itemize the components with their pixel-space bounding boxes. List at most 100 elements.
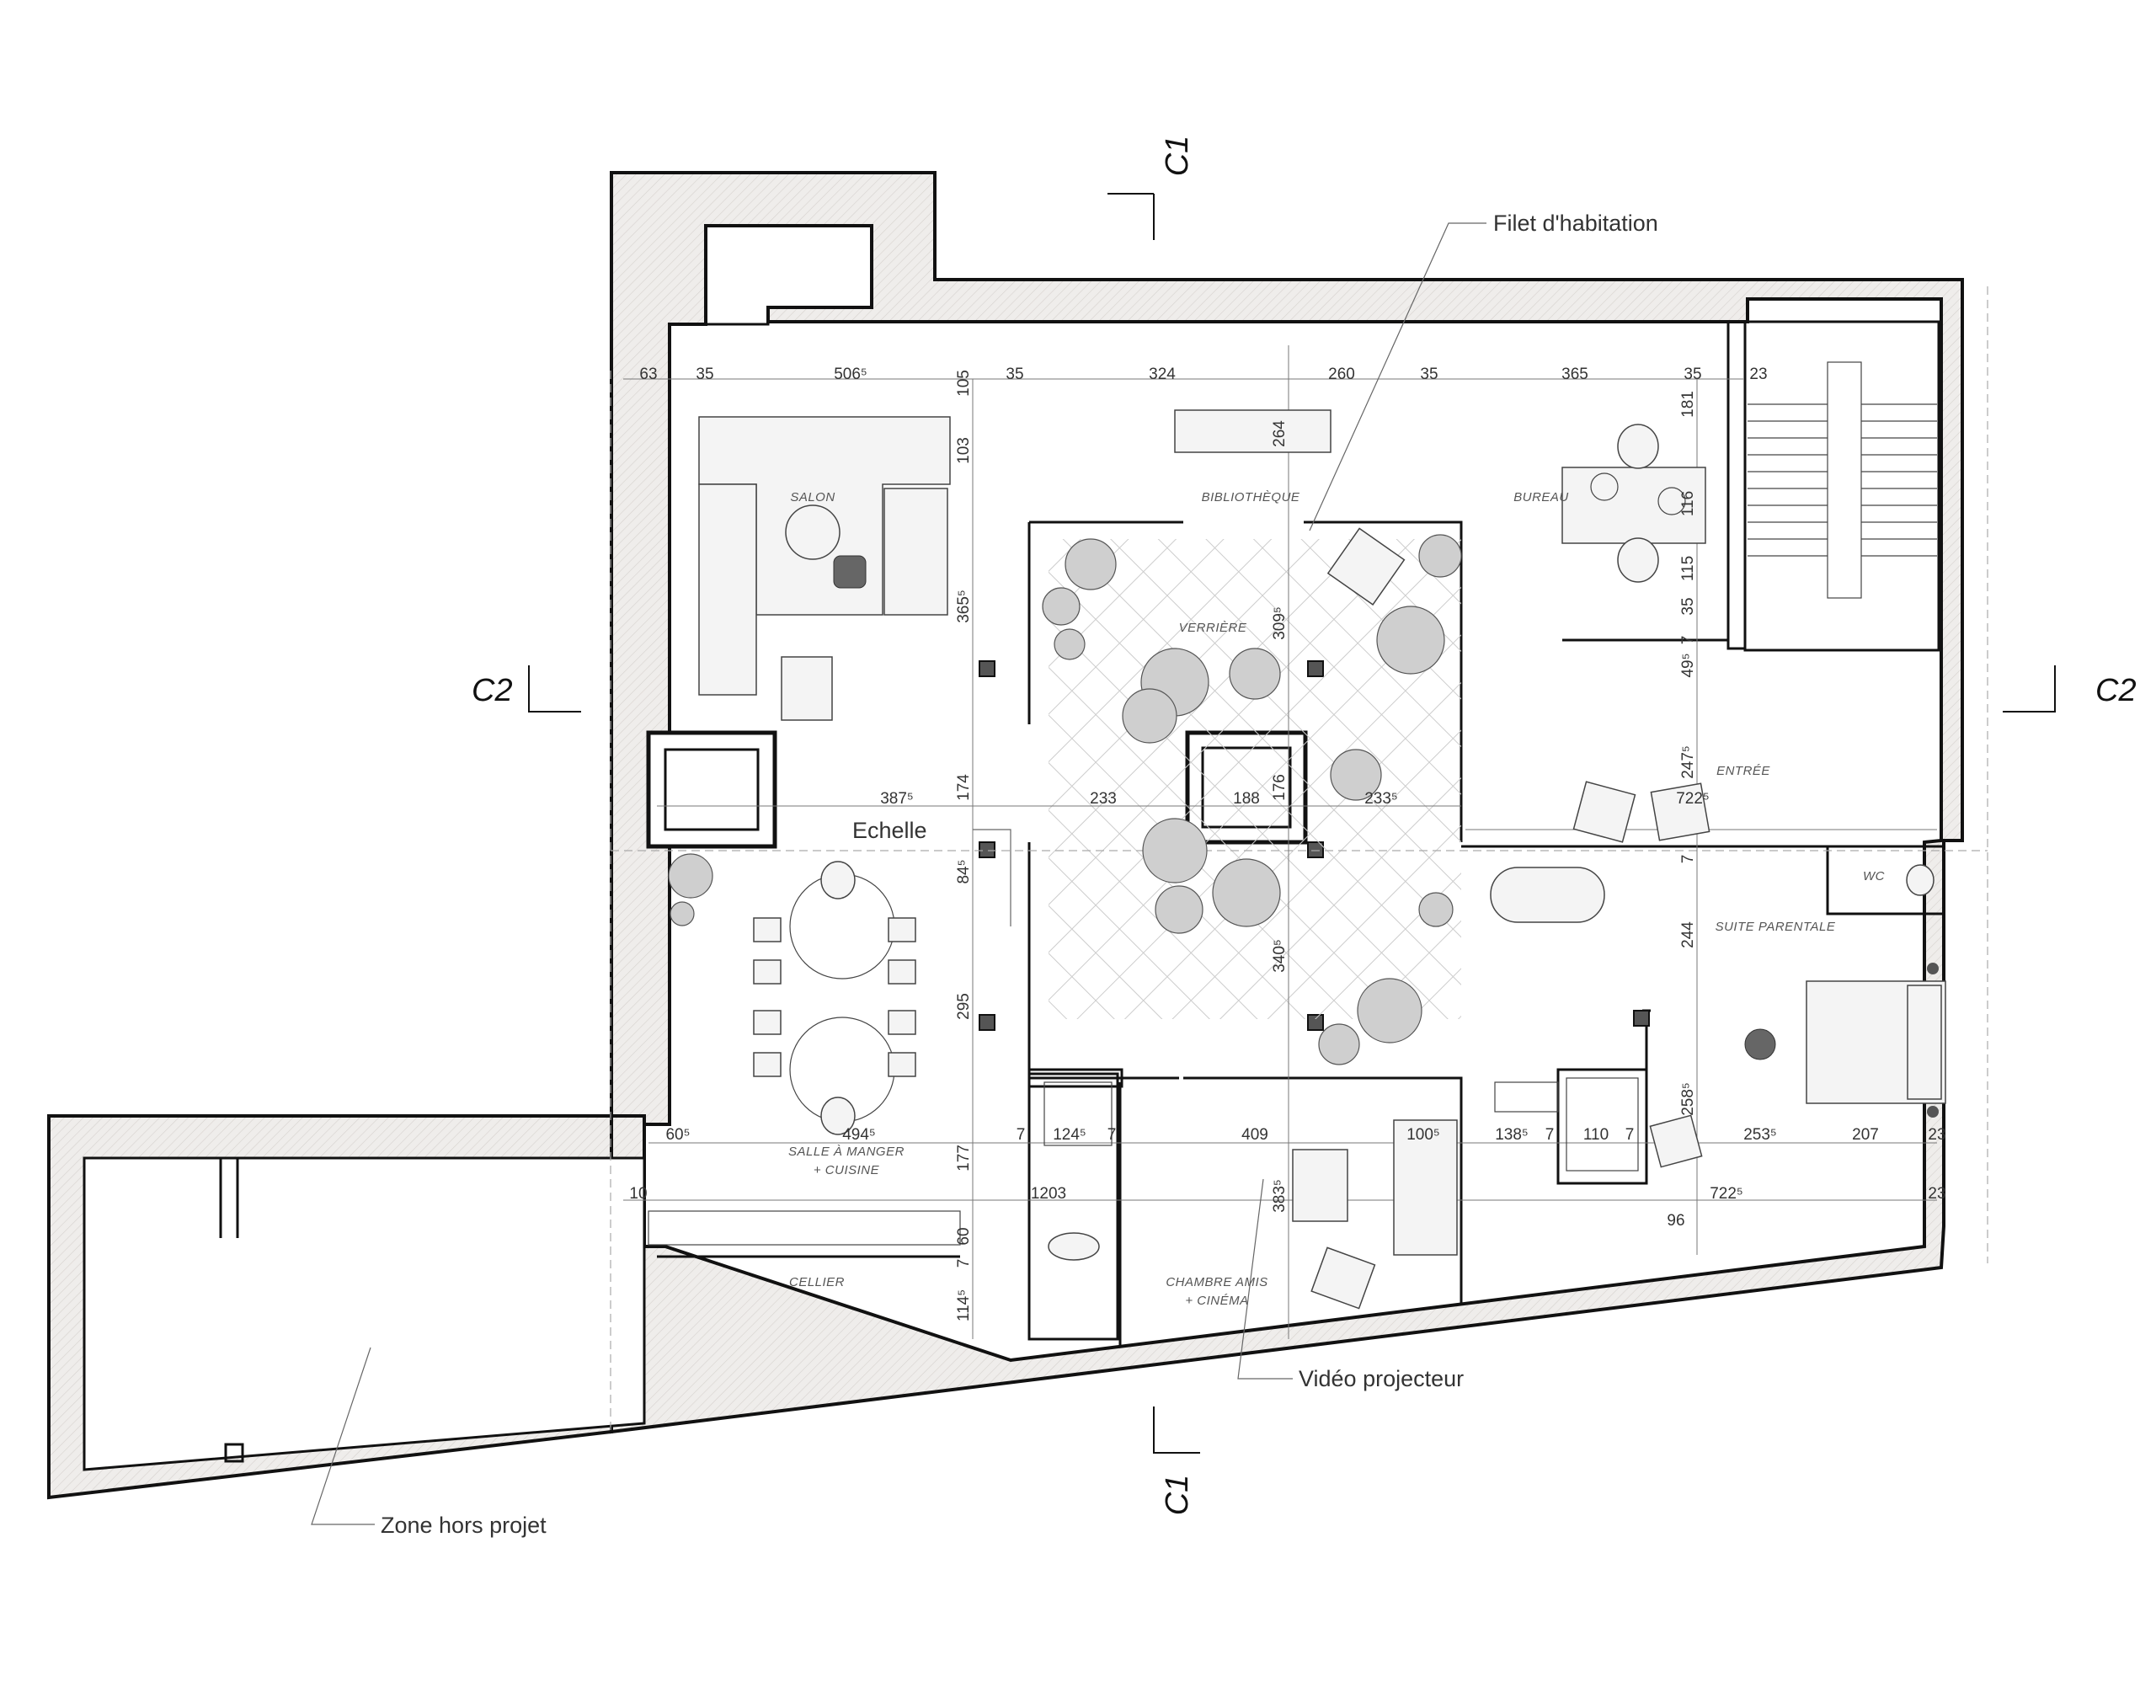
dim-horizontal: 96 [1667, 1212, 1684, 1230]
dim-row: 110 [1583, 1126, 1609, 1144]
dim-vertical: 49⁵ [1679, 653, 1697, 677]
dim-row: 7 [1107, 1126, 1117, 1144]
dim-vertical: 264 [1271, 420, 1289, 447]
dim-vertical: 295 [955, 993, 973, 1020]
vanity [1494, 1081, 1559, 1113]
room-suite-parentale: SUITE PARENTALE [1716, 920, 1836, 934]
dim-row: 253⁵ [1743, 1126, 1777, 1144]
dim-vertical: 105 [955, 370, 973, 397]
bedroom-pouf [1744, 1028, 1776, 1060]
shower-1 [1043, 1081, 1113, 1146]
dim-row: 7 [1545, 1126, 1555, 1144]
filet-lines [610, 286, 1988, 1432]
dim-top: 35 [1006, 366, 1023, 383]
vertical-dimensions: 105 103 365⁵ 264 309⁵ 181 116 115 35 7 4… [955, 370, 1697, 1321]
room-bureau: BUREAU [1513, 490, 1569, 504]
shower-2 [1566, 1077, 1639, 1172]
dim-vertical: 247⁵ [1679, 745, 1697, 779]
dim-top: 35 [696, 366, 713, 383]
dim-vertical: 114⁵ [955, 1289, 973, 1321]
verriere-plants [668, 534, 1462, 1065]
dim-horizontal: 1203 [1031, 1185, 1066, 1203]
room-entree: ENTRÉE [1716, 764, 1770, 778]
room-cuisine: + CUISINE [814, 1163, 880, 1177]
room-chambre-amis: CHAMBRE AMIS [1166, 1275, 1267, 1289]
annotation-zone: Zone hors projet [381, 1513, 547, 1538]
dim-row: 60⁵ [665, 1126, 690, 1144]
section-markers [528, 193, 2056, 1454]
dim-vertical: 7 [955, 1259, 973, 1268]
staircase [1743, 320, 1940, 652]
room-salle-a-manger: SALLE À MANGER [788, 1145, 905, 1159]
dim-row: 409 [1241, 1126, 1268, 1144]
dim-horizontal: 188 [1233, 790, 1260, 808]
section-c2-right: C2 [2095, 673, 2137, 708]
top-dimensions: 63 35 506⁵ 35 324 260 35 365 35 23 [639, 366, 1767, 383]
dim-vertical: 176 [1271, 774, 1289, 801]
dim-row: 494⁵ [842, 1126, 876, 1144]
section-c2-left: C2 [472, 673, 513, 708]
dim-row: 100⁵ [1406, 1126, 1440, 1144]
room-bibliotheque: BIBLIOTHÈQUE [1202, 490, 1300, 504]
office-desk [1561, 424, 1706, 583]
dim-vertical: 365⁵ [955, 590, 973, 623]
dim-vertical: 7 [1679, 636, 1697, 645]
dim-horizontal: 722⁵ [1676, 790, 1710, 808]
dim-vertical: 174 [955, 774, 973, 801]
dim-vertical: 309⁵ [1271, 606, 1289, 640]
dim-horizontal: 23 [1928, 1185, 1945, 1203]
dim-horizontal: 233 [1090, 790, 1117, 808]
dim-vertical: 116 [1679, 491, 1697, 516]
row-dimensions: 60⁵ 494⁵ 7 124⁵ 7 409 100⁵ 138⁵ 7 110 7 … [665, 1126, 1945, 1144]
dim-top: 365 [1561, 366, 1588, 383]
room-cinema: + CINÉMA [1185, 1294, 1248, 1308]
dim-top: 35 [1684, 366, 1701, 383]
kitchen-counter [648, 1210, 961, 1246]
annotation-video: Vidéo projecteur [1299, 1366, 1464, 1391]
room-wc: WC [1863, 869, 1885, 883]
bathtub [1490, 867, 1605, 923]
library-armchair [1326, 527, 1406, 606]
dim-row: 207 [1852, 1126, 1879, 1144]
dim-top: 324 [1149, 366, 1176, 383]
dim-row: 23 [1928, 1126, 1945, 1144]
dim-top: 260 [1328, 366, 1355, 383]
dim-row: 138⁵ [1495, 1126, 1529, 1144]
dim-vertical: 383⁵ [1271, 1179, 1289, 1213]
sectional-sofa [698, 416, 951, 721]
dim-vertical: 340⁵ [1271, 939, 1289, 973]
dim-vertical: 84⁵ [955, 859, 973, 883]
bedroom-armchair [1649, 1114, 1703, 1168]
dim-vertical: 103 [955, 437, 973, 464]
section-c1-bottom: C1 [1160, 1475, 1195, 1516]
annotation-filet: Filet d'habitation [1493, 211, 1658, 236]
room-salon: SALON [790, 490, 835, 504]
dim-top: 23 [1749, 366, 1767, 383]
dim-vertical: 177 [955, 1145, 973, 1172]
dim-vertical: 244 [1679, 921, 1697, 948]
dim-horizontal: 722⁵ [1710, 1185, 1743, 1203]
entry-armchairs [1572, 781, 1710, 843]
dim-vertical: 60 [955, 1227, 973, 1245]
section-c1-top: C1 [1160, 136, 1195, 177]
dim-horizontal: 387⁵ [880, 790, 914, 808]
dim-top: 63 [639, 366, 657, 383]
dining-tables [753, 861, 916, 1135]
dim-row: 7 [1017, 1126, 1026, 1144]
dim-vertical: 115 [1679, 556, 1697, 581]
sink [1048, 1232, 1100, 1261]
annotation-leaders [311, 222, 1486, 1525]
annotation-echelle: Echelle [852, 818, 927, 843]
room-verriere: VERRIÈRE [1179, 621, 1247, 635]
dim-vertical: 258⁵ [1679, 1082, 1697, 1116]
horizontal-dimensions: 387⁵ 233 188 233⁵ 722⁵ 10 1203 96 722⁵ 2… [629, 790, 1945, 1230]
dim-vertical: 7 [1679, 855, 1697, 864]
double-bed [1806, 963, 1946, 1118]
room-cellier: CELLIER [789, 1275, 845, 1289]
dim-row: 7 [1625, 1126, 1635, 1144]
wc-toilet [1906, 864, 1935, 896]
annex-walls [47, 1114, 646, 1500]
guest-bed-sofa [1292, 1119, 1458, 1310]
dim-vertical: 35 [1679, 597, 1697, 615]
